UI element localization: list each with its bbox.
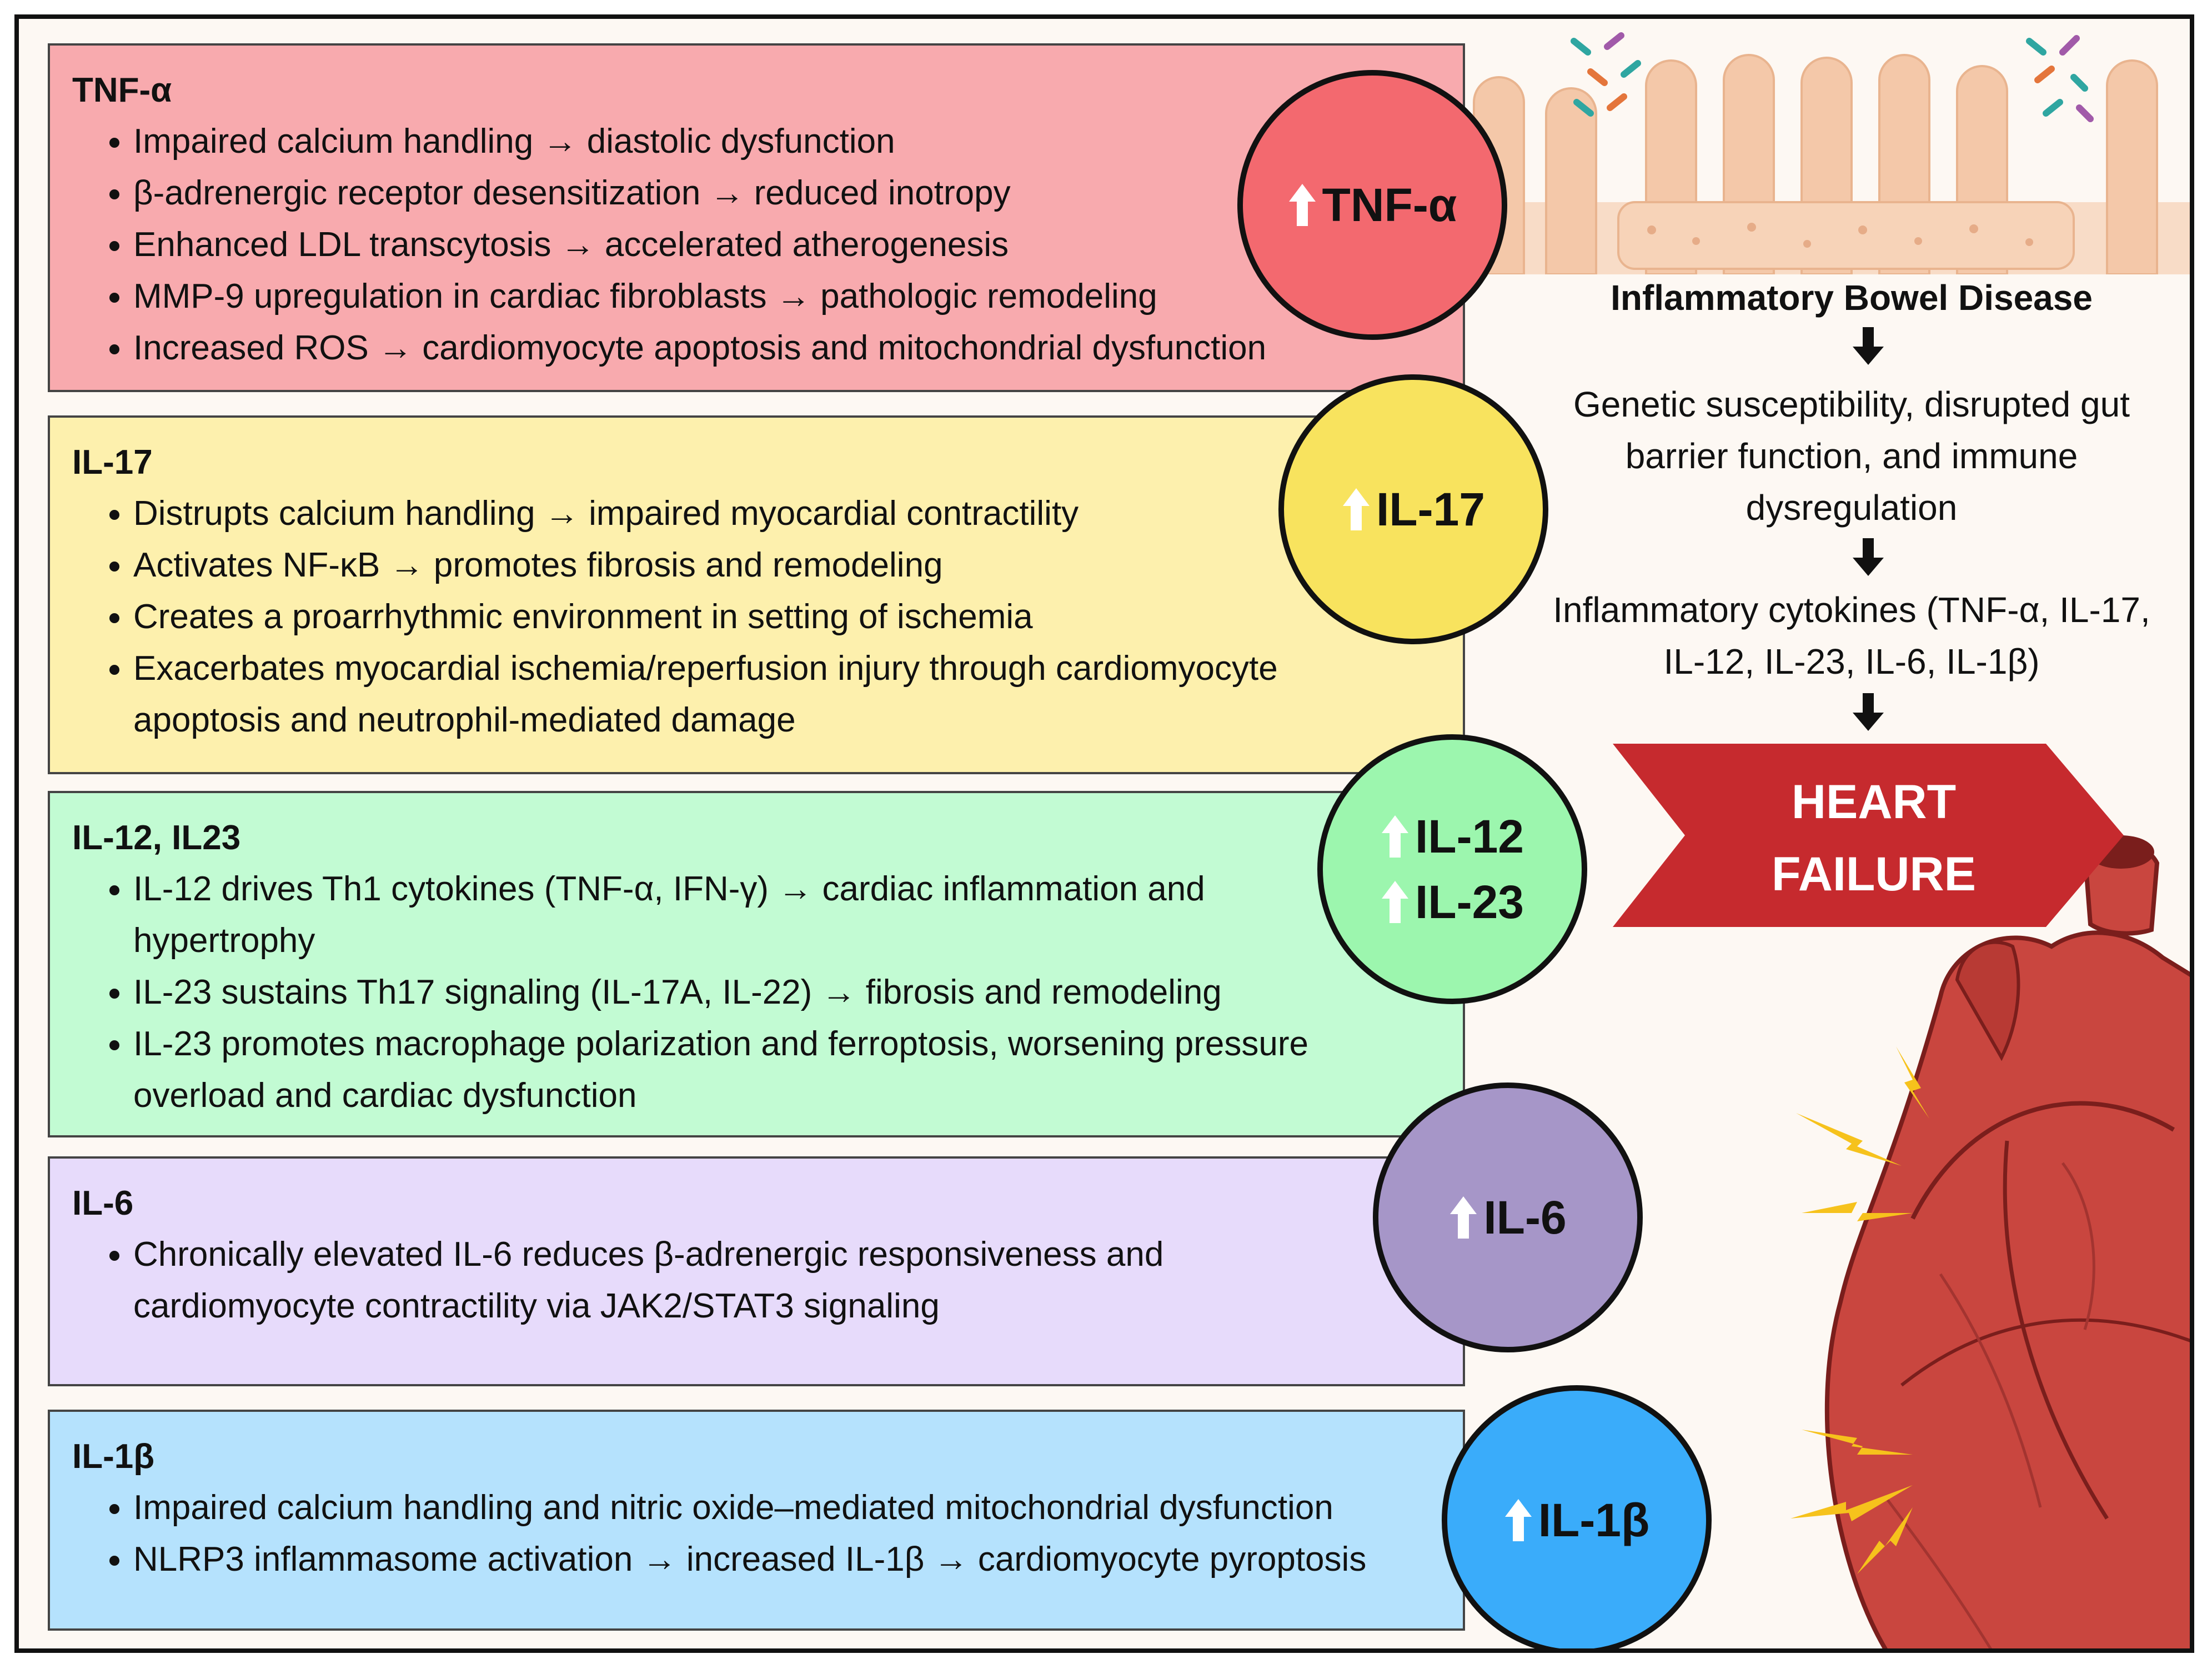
up-arrow-icon [1288, 184, 1316, 226]
il17-effects-list: Distrupts calcium handling → impaired my… [72, 488, 1441, 746]
list-item: Impaired calcium handling and nitric oxi… [133, 1482, 1441, 1533]
il12-il23-circle: IL-12 IL-23 [1317, 734, 1587, 1004]
up-arrow-icon [1381, 881, 1408, 923]
circle-label: IL-1β [1538, 1494, 1650, 1546]
heart-illustration [1824, 835, 2190, 1648]
il6-effects-list: Chronically elevated IL-6 reduces β-adre… [72, 1229, 1441, 1332]
list-item: Enhanced LDL transcytosis → accelerated … [133, 219, 1441, 270]
circle-label: IL-17 [1376, 483, 1486, 535]
heart-failure-line2: FAILURE [1772, 848, 1976, 901]
circle-label-il12: IL-12 [1415, 810, 1524, 863]
circle-label: TNF-α [1322, 179, 1457, 231]
panel-title: IL-6 [72, 1184, 134, 1222]
panel-title: IL-12, IL23 [72, 819, 241, 857]
list-item: IL-23 sustains Th17 signaling (IL-17A, I… [133, 966, 1385, 1018]
list-item: Impaired calcium handling → diastolic dy… [133, 116, 1441, 167]
il1b-panel: IL-1β Impaired calcium handling and nitr… [48, 1410, 1465, 1631]
ibd-title: Inflammatory Bowel Disease [1611, 278, 2093, 318]
lightning-bolts-lower [1790, 1430, 1913, 1574]
heart-failure-label: HEART FAILURE [1685, 766, 2063, 910]
il6-circle: IL-6 [1373, 1082, 1643, 1352]
il6-panel: IL-6 Chronically elevated IL-6 reduces β… [48, 1156, 1465, 1386]
down-arrow-icon [1853, 538, 1884, 576]
list-item: Chronically elevated IL-6 reduces β-adre… [133, 1229, 1296, 1332]
list-item: Activates NF-κB → promotes fibrosis and … [133, 539, 1346, 591]
il17-panel: IL-17 Distrupts calcium handling → impai… [48, 415, 1465, 774]
up-arrow-icon [1381, 815, 1408, 858]
il1b-circle: IL-1β [1442, 1385, 1712, 1648]
list-item: Distrupts calcium handling → impaired my… [133, 488, 1346, 539]
list-item: Increased ROS → cardiomyocyte apoptosis … [133, 322, 1441, 374]
up-arrow-icon [1342, 488, 1370, 530]
tnf-alpha-panel: TNF-α Impaired calcium handling → diasto… [48, 43, 1465, 392]
heart-failure-line1: HEART [1791, 775, 1957, 829]
panel-title: TNF-α [72, 71, 172, 109]
tnf-effects-list: Impaired calcium handling → diastolic dy… [72, 116, 1441, 374]
il1b-effects-list: Impaired calcium handling and nitric oxi… [72, 1482, 1441, 1585]
list-item: Creates a proarrhythmic environment in s… [133, 591, 1346, 643]
down-arrow-icon [1853, 693, 1884, 731]
list-item: IL-12 drives Th1 cytokines (TNF-α, IFN-γ… [133, 863, 1385, 966]
list-item: Exacerbates myocardial ischemia/reperfus… [133, 643, 1346, 746]
tnf-alpha-circle: TNF-α [1237, 70, 1507, 340]
circle-label: IL-6 [1483, 1191, 1567, 1244]
il12-effects-list: IL-12 drives Th1 cytokines (TNF-α, IFN-γ… [72, 863, 1441, 1121]
circle-label-il23: IL-23 [1415, 876, 1524, 928]
list-item: NLRP3 inflammasome activation → increase… [133, 1533, 1441, 1585]
list-item: MMP-9 upregulation in cardiac fibroblast… [133, 270, 1441, 322]
list-item: β-adrenergic receptor desensitization → … [133, 167, 1441, 219]
figure-frame: Inflammatory Bowel Disease Genetic susce… [14, 14, 2194, 1653]
cytokines-text: Inflammatory cytokines (TNF-α, IL-17, IL… [1553, 590, 2150, 681]
intestinal-villi-illustration [1463, 32, 2190, 274]
down-arrow-icon [1853, 327, 1884, 365]
panel-title: IL-1β [72, 1437, 155, 1476]
il12-il23-panel: IL-12, IL23 IL-12 drives Th1 cytokines (… [48, 791, 1465, 1137]
il17-circle: IL-17 [1278, 374, 1548, 644]
lightning-bolts-upper [1796, 1046, 1929, 1221]
list-item: IL-23 promotes macrophage polarization a… [133, 1018, 1385, 1121]
up-arrow-icon [1450, 1196, 1477, 1239]
panel-title: IL-17 [72, 443, 153, 482]
heart-failure-banner [1613, 744, 2124, 927]
mechanism-text: Genetic susceptibility, disrupted gut ba… [1573, 384, 2130, 528]
up-arrow-icon [1504, 1499, 1532, 1541]
